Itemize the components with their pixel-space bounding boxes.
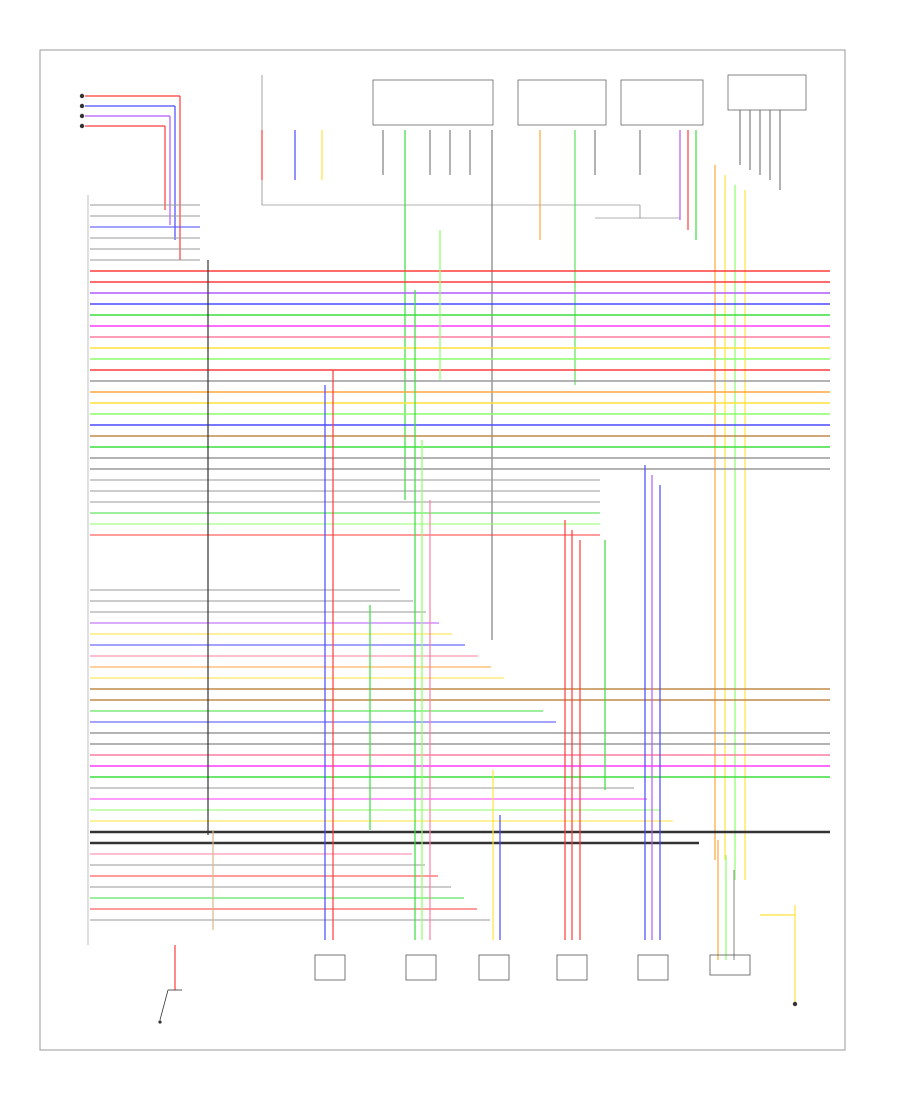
component-comp-1 bbox=[314, 954, 346, 981]
component-comp-4 bbox=[556, 954, 588, 981]
top-left-terminals bbox=[79, 93, 181, 260]
top-switch-group bbox=[261, 74, 807, 880]
wire-bundle bbox=[90, 204, 830, 960]
component-box bbox=[478, 954, 510, 981]
bottom-left-switch bbox=[158, 945, 182, 1024]
component-comp-2 bbox=[405, 954, 437, 981]
component-box bbox=[405, 954, 437, 981]
component-comp-5 bbox=[637, 954, 669, 981]
component-box bbox=[709, 954, 751, 976]
component-comp-3 bbox=[478, 954, 510, 981]
diagram-frame bbox=[39, 49, 846, 1051]
bottom-right-ground bbox=[760, 905, 798, 1007]
component-box bbox=[314, 954, 346, 981]
component-box bbox=[637, 954, 669, 981]
component-comp-6 bbox=[709, 954, 751, 976]
bottom-components bbox=[314, 954, 751, 981]
component-box bbox=[556, 954, 588, 981]
